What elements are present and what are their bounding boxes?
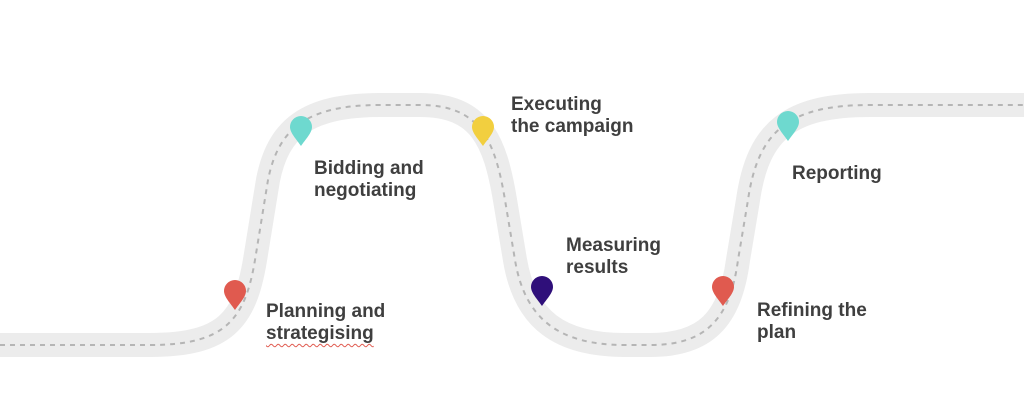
map-pin-icon	[290, 116, 312, 146]
map-pin-icon	[224, 280, 246, 310]
pins-layer	[224, 111, 799, 310]
step-label-executing-line-2: the campaign	[511, 116, 634, 137]
step-label-measuring: Measuring results	[566, 235, 661, 279]
step-label-refining: Refining the plan	[757, 300, 867, 344]
step-label-bidding-line-1: Bidding and	[314, 158, 424, 179]
step-label-planning: Planning and strategising	[266, 301, 385, 345]
step-label-measuring-line-1: Measuring	[566, 235, 662, 256]
road-path	[0, 93, 1024, 357]
map-pin-icon	[472, 116, 494, 146]
step-label-executing: Executing the campaign	[511, 94, 633, 138]
step-label-planning-line-1: Planning and	[266, 301, 386, 322]
step-label-refining-line-1: Refining the	[757, 300, 867, 321]
step-label-executing-line-1: Executing	[511, 94, 602, 115]
step-label-refining-line-2: plan	[757, 322, 797, 343]
map-pin-icon	[777, 111, 799, 141]
step-label-reporting-line-1: Reporting	[792, 163, 882, 184]
map-pin-icon	[531, 276, 553, 306]
step-label-planning-line-2: strategising	[266, 323, 374, 344]
map-pin-icon	[712, 276, 734, 306]
step-label-reporting: Reporting	[792, 163, 882, 185]
step-label-measuring-line-2: results	[566, 257, 629, 278]
step-label-bidding: Bidding and negotiating	[314, 158, 424, 202]
step-label-bidding-line-2: negotiating	[314, 180, 417, 201]
road-center-line	[0, 104, 1024, 346]
